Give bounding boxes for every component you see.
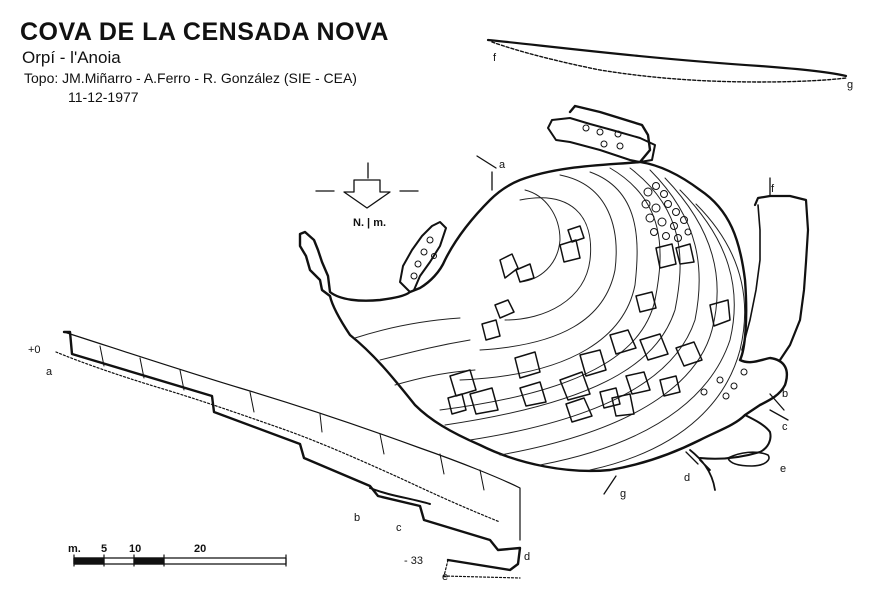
pebble-cluster: [410, 124, 748, 400]
section-label-f-top: f: [493, 52, 497, 64]
profile-label-b: b: [354, 512, 360, 524]
profile-label-a: a: [46, 366, 53, 378]
section-label-c-right: c: [782, 421, 788, 433]
map-location: Orpí - l'Anoia: [22, 48, 121, 67]
section-label-g-top: g: [847, 79, 853, 91]
profile-depth-bottom: - 33: [404, 555, 423, 567]
cross-section-f-g: [486, 38, 848, 83]
section-markers: [476, 155, 789, 495]
north-arrow-icon: [315, 162, 419, 209]
scale-label-20: 20: [194, 543, 206, 555]
survey-credits: Topo: JM.Miñarro - A.Ferro - R. González…: [24, 70, 357, 86]
profile-depth-top: +0: [28, 344, 41, 356]
slope-contour-lines: [354, 167, 746, 471]
scale-bar: [73, 554, 287, 567]
profile-label-e: e: [442, 571, 448, 583]
scale-label-5: 5: [101, 543, 107, 555]
boulder-symbols: [447, 225, 731, 423]
cave-plan-outline: [298, 104, 810, 491]
section-label-a-top: a: [499, 159, 506, 171]
scale-unit-label: m.: [68, 543, 81, 555]
profile-label-c: c: [396, 522, 402, 534]
profile-label-d: d: [524, 551, 530, 563]
section-label-e-bottom: e: [780, 463, 786, 475]
section-label-f-right: f: [771, 183, 775, 195]
section-label-b-right: b: [782, 388, 788, 400]
survey-date: 11-12-1977: [68, 89, 139, 105]
section-label-g-bottom: g: [620, 488, 626, 500]
scale-label-10: 10: [129, 543, 141, 555]
cave-profile-section: [55, 330, 522, 579]
section-label-d-bottom: d: [684, 472, 690, 484]
north-label: N. | m.: [353, 217, 386, 229]
map-title: COVA DE LA CENSADA NOVA: [20, 18, 389, 46]
